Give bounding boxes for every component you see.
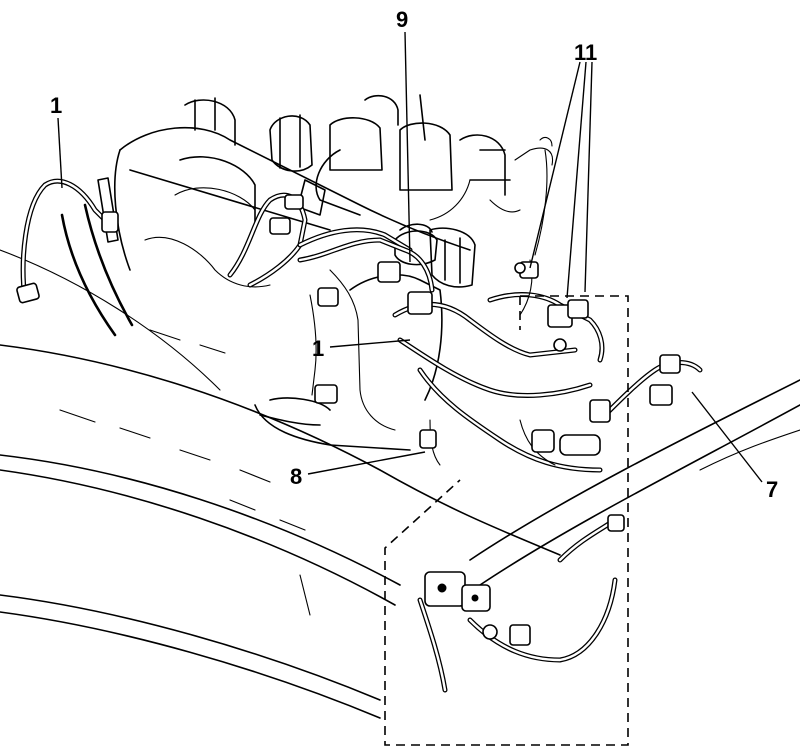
callout-8: 8: [290, 464, 302, 489]
wiring-harness: [20, 149, 703, 693]
callout-9: 9: [396, 7, 408, 32]
leader-lines: [57, 31, 763, 483]
callout-1-center: 1: [312, 336, 324, 361]
callout-labels: 1 9 11 1 8 7: [50, 7, 778, 502]
connectors: [16, 194, 681, 646]
callout-7: 7: [766, 477, 778, 502]
engine-block: [60, 94, 554, 451]
callout-1-left: 1: [50, 93, 62, 118]
detail-enclosure: [384, 295, 629, 746]
callout-11: 11: [574, 40, 597, 65]
body-panel-lines: [0, 249, 800, 719]
